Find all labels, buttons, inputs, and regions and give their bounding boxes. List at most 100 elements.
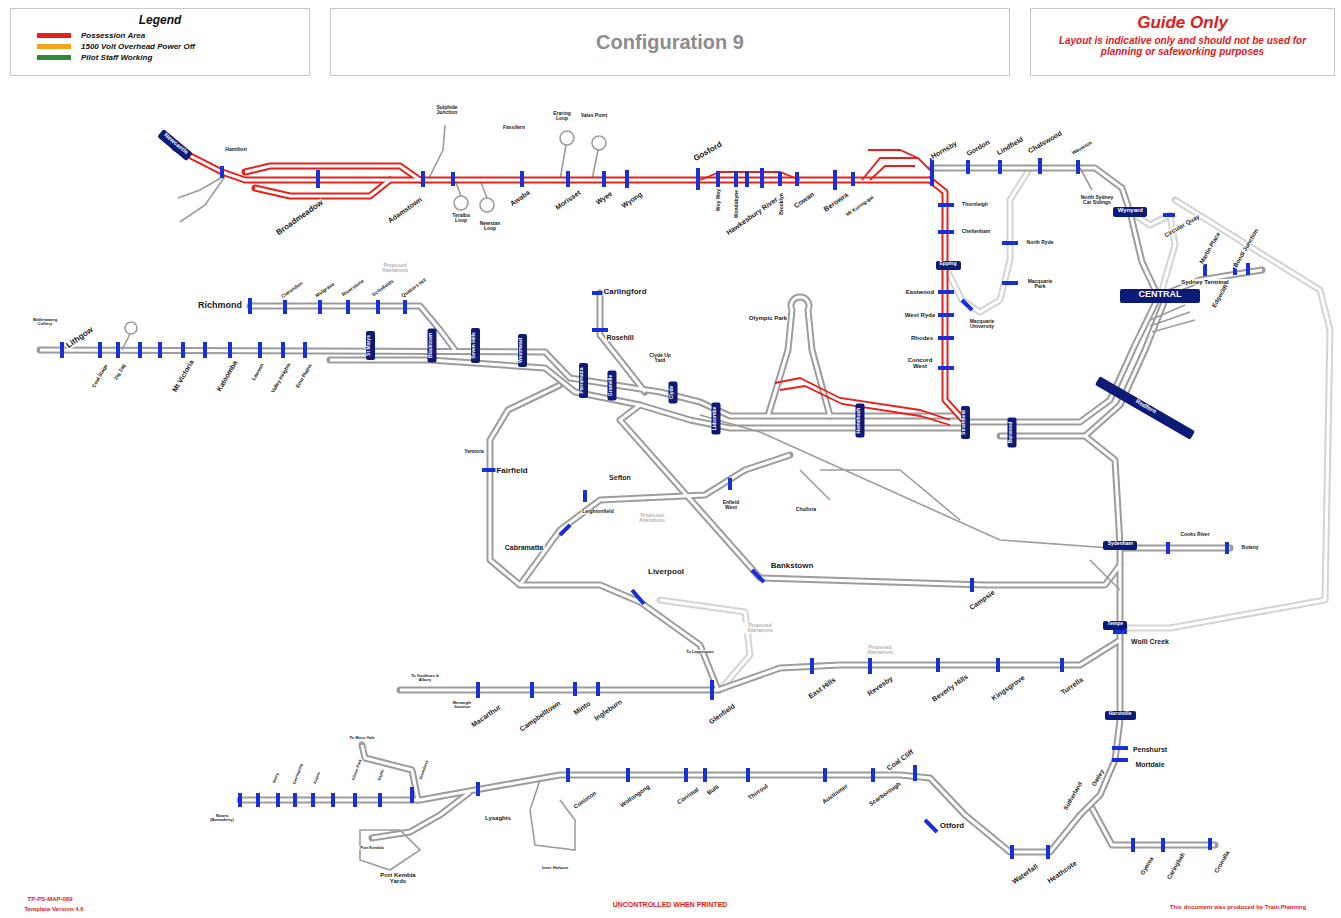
station-box: Clyde xyxy=(669,381,678,403)
loop-track xyxy=(592,136,606,150)
station-label: Beverly Hills xyxy=(930,672,970,703)
info-panel: LegendPossession Area1500 Volt Overhead … xyxy=(10,8,310,76)
legend-swatch xyxy=(37,55,71,60)
station-label: Edgecliff xyxy=(1210,283,1229,310)
station-label: West Ryde xyxy=(904,312,937,318)
station-label: Waterfall xyxy=(1010,862,1040,886)
station-label: Port Kembla Yards xyxy=(377,872,419,885)
legend-text: Pilot Staff Working xyxy=(81,53,152,62)
station-label: Inner Harbour xyxy=(540,866,570,870)
station-box: Parramatta xyxy=(579,363,588,398)
station-label: Berowra xyxy=(822,190,851,213)
station-label: Fairfield xyxy=(495,467,528,475)
station-label: Revesby xyxy=(865,674,894,698)
station-name: Blacktown xyxy=(428,328,434,362)
station-label: Ingleburn xyxy=(592,697,624,722)
station-label: Wollongong xyxy=(618,783,652,809)
station-label: Zig Zag xyxy=(113,362,127,382)
track xyxy=(1000,300,1165,436)
station-label: Mt Kuring-gai xyxy=(844,194,875,218)
station-box: Seven Hills xyxy=(471,328,480,363)
station-label: Sefton xyxy=(608,474,632,481)
track-gap xyxy=(718,640,1120,690)
station-label: Gymea xyxy=(1139,855,1155,877)
station-label: Macquarie Park xyxy=(1024,279,1056,290)
track xyxy=(362,745,418,800)
station-box: Tempe xyxy=(1103,621,1127,630)
station-label: Coniston xyxy=(572,789,599,810)
station-label: Wyee xyxy=(594,189,615,207)
station-label: Berry xyxy=(272,771,280,784)
track-gap xyxy=(372,792,470,838)
track-gap xyxy=(175,148,930,180)
station-label: Thornleigh xyxy=(961,202,989,207)
loop-track xyxy=(480,198,494,212)
legend-text: Possession Area xyxy=(81,31,145,40)
station-box: Strathfield xyxy=(961,406,970,439)
station-label: To Moss Vale xyxy=(348,736,375,740)
station-label: Lawson xyxy=(251,362,266,382)
station-label: Adamstown xyxy=(386,195,424,225)
station-label: Liverpool xyxy=(647,568,685,576)
station-box: Homebush xyxy=(856,403,865,437)
possession-track xyxy=(930,180,965,422)
station-label: Port Kembla xyxy=(359,846,385,850)
station-name: St Marys xyxy=(366,331,372,360)
track xyxy=(718,640,1120,690)
track-gap xyxy=(255,180,390,196)
station-label: Woy Woy xyxy=(716,188,721,212)
station-label: Campsie xyxy=(967,588,997,612)
station-label: Fassifern xyxy=(502,125,526,130)
station-label: North Sydney Car Sidings xyxy=(1076,195,1118,206)
station-label: Hamilton xyxy=(224,147,247,152)
station-label: Gosford xyxy=(692,140,725,164)
station-name: Redfern xyxy=(1096,376,1195,437)
station-label: Newstan Loop xyxy=(476,221,504,232)
track-gap xyxy=(400,689,718,692)
track-gap xyxy=(490,385,718,690)
station-name: Wynyard xyxy=(1113,207,1147,214)
station-label: Chatswood xyxy=(1026,129,1064,155)
station-label: Yennora xyxy=(463,449,485,454)
legend-row: Possession Area xyxy=(37,30,301,41)
station-label: Clyde Up Yard xyxy=(645,353,675,364)
station-label: Bondi Junction xyxy=(1232,227,1260,270)
station-label: Lindfield xyxy=(995,135,1026,157)
panel-text: Guide Only xyxy=(1039,13,1326,33)
station-label: Rosehill xyxy=(605,334,634,341)
track xyxy=(1092,808,1215,845)
station-label: Glenfield xyxy=(707,702,737,726)
station-label: Gordon xyxy=(964,138,991,158)
station-label: Quakers Hill xyxy=(400,277,429,299)
station-label: Enfield West xyxy=(717,500,745,511)
station-label: Mortdale xyxy=(1134,761,1165,768)
station-name: Granville xyxy=(608,370,614,400)
station-label: Circular Quay xyxy=(1163,213,1202,239)
station-name: Epping xyxy=(936,261,961,267)
station-label: Kingsgrove xyxy=(989,673,1026,702)
track xyxy=(250,306,455,350)
station-label: Leightonfield xyxy=(581,509,614,514)
legend-swatch xyxy=(37,33,71,38)
station-label: Wallerawang Colliery xyxy=(27,318,64,326)
station-label: Scarborough xyxy=(867,780,903,808)
possession-track xyxy=(175,148,930,180)
station-box: Sydenham xyxy=(1103,541,1137,550)
station-label: Campbelltown xyxy=(517,699,562,734)
loop-track xyxy=(560,131,574,145)
station-label: Bulli xyxy=(705,783,721,797)
station-label: Broadmeadow xyxy=(274,198,326,238)
track xyxy=(932,168,1158,296)
track-gap xyxy=(362,745,418,800)
track-gap xyxy=(932,168,1158,296)
station-box: Granville xyxy=(608,370,617,400)
station-label: Clarendon xyxy=(280,280,305,300)
station-name: Tempe xyxy=(1103,621,1127,627)
track-gap xyxy=(250,306,455,350)
track-gap xyxy=(660,600,750,690)
possession-track xyxy=(245,166,420,180)
station-label: Wolli Creek xyxy=(1130,638,1170,645)
station-label: Katoomba xyxy=(215,358,239,393)
station-name: Lidcombe xyxy=(712,402,718,434)
